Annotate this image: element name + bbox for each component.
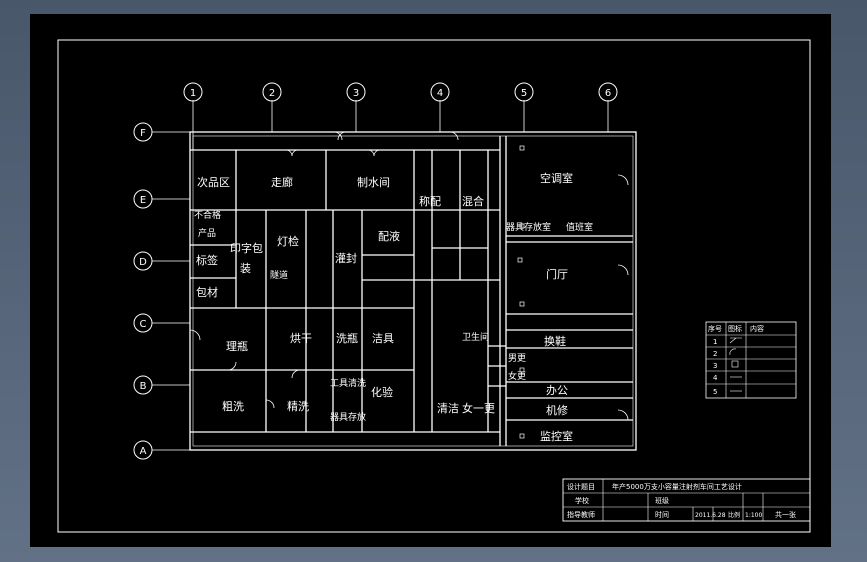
legend-icons	[729, 337, 742, 392]
axis-bubble-D: D	[133, 251, 153, 271]
axis-label: C	[140, 319, 147, 330]
title-scale: 1:100	[745, 512, 762, 519]
axis-grid	[152, 100, 609, 451]
room-dengjian: 灯检	[277, 234, 299, 248]
axis-label: A	[140, 446, 147, 457]
title-date: 2011.6.28	[695, 512, 726, 519]
room-buhege: 不合格	[194, 209, 221, 221]
room-gongjuqing: 工具清洗	[330, 377, 366, 389]
axis-label: 5	[521, 88, 527, 99]
axis-bubble-5: 5	[514, 82, 534, 102]
room-baocai: 包材	[196, 285, 218, 299]
room-nangeng: 男更	[508, 353, 526, 364]
axis-label: 3	[353, 88, 359, 99]
title-design-topic: 年产5000万支小容量注射剂车间工艺设计	[612, 482, 742, 491]
axis-bubble-3: 3	[346, 82, 366, 102]
room-jiankong: 监控室	[540, 429, 573, 443]
axis-label: D	[139, 257, 147, 268]
room-menting: 门厅	[546, 267, 568, 281]
axis-bubble-E: E	[133, 189, 153, 209]
title-label-class: 班级	[655, 496, 669, 505]
axis-bubble-2: 2	[262, 82, 282, 102]
legend-header-icon: 图标	[728, 324, 742, 333]
axis-label: E	[140, 195, 146, 206]
axis-bubble-F: F	[133, 122, 153, 142]
room-zhuang: 装	[240, 262, 251, 275]
axis-label: B	[140, 381, 147, 392]
room-chanpin: 产品	[198, 227, 216, 239]
legend-header-content: 内容	[750, 324, 764, 333]
title-label-school: 学校	[575, 496, 589, 505]
room-qijuzancun: 器具存放室	[506, 221, 551, 233]
room-xiping: 洗瓶	[336, 331, 358, 345]
legend-row-no: 4	[713, 374, 718, 382]
axis-label: F	[140, 128, 146, 139]
legend-row-no: 2	[713, 350, 717, 358]
room-chengpei: 称配	[419, 194, 441, 208]
room-jieju: 洁具	[372, 332, 394, 345]
axis-label: 1	[190, 88, 196, 99]
axis-label: 4	[437, 88, 443, 99]
room-huayan: 化验	[371, 385, 393, 399]
room-weisheng: 卫生间	[462, 331, 489, 343]
legend-table: 序号 图标 内容 1 2 3 4 5	[705, 321, 797, 399]
title-label-scale: 比例	[728, 511, 740, 519]
axis-bubble-A: A	[133, 440, 153, 460]
legend-row-no: 1	[713, 338, 717, 346]
room-jixiu: 机修	[546, 403, 568, 417]
room-zhibanshi: 值班室	[566, 221, 593, 233]
axis-label: 2	[269, 88, 275, 99]
axis-bubble-6: 6	[598, 82, 618, 102]
room-hongan: 烘干	[290, 331, 312, 345]
axis-bubble-4: 4	[430, 82, 450, 102]
room-nvgeng2: 女更	[508, 370, 526, 382]
axis-bubble-B: B	[133, 375, 153, 395]
title-label-time: 时间	[655, 510, 669, 519]
room-tunnel: 隧道	[270, 269, 288, 281]
room-zoulang: 走廊	[271, 175, 293, 189]
room-kongtiao: 空调室	[540, 171, 573, 185]
row-axis-bubbles: F E D C B A	[133, 122, 153, 460]
room-guanfeng: 灌封	[335, 251, 357, 265]
building-walls	[189, 131, 637, 451]
room-biaoqian: 标签	[196, 253, 218, 267]
axis-bubble-1: 1	[183, 82, 203, 102]
room-lidiao: 理瓶	[226, 339, 248, 353]
axis-label: 6	[605, 88, 611, 99]
door-swings	[189, 131, 629, 421]
title-block: 设计题目 年产5000万支小容量注射剂车间工艺设计 学校 班级 指导教师 时间 …	[562, 478, 811, 522]
room-bangong: 办公	[546, 384, 568, 397]
legend-row-no: 3	[713, 362, 717, 370]
title-sheet-count: 共一张	[775, 510, 796, 519]
room-qingjie: 清洁	[437, 402, 459, 415]
room-jingxi: 精洗	[287, 400, 309, 413]
room-huanxie: 换鞋	[544, 334, 566, 348]
legend-row-no: 5	[713, 388, 717, 396]
room-cipin: 次品区	[197, 175, 230, 189]
room-zhishui: 制水间	[357, 176, 390, 189]
axis-bubble-C: C	[133, 313, 153, 333]
title-label-advisor: 指导教师	[567, 510, 595, 519]
structural-columns	[517, 145, 525, 439]
title-label-design: 设计题目	[567, 482, 595, 491]
column-axis-bubbles: 1 2 3 4 5 6	[183, 82, 618, 102]
legend-header-no: 序号	[708, 324, 722, 333]
room-huanhe: 混合	[462, 194, 484, 208]
drawing-border	[57, 39, 811, 533]
room-yinzi: 印字包	[230, 241, 263, 255]
room-qijucun: 器具存放	[330, 411, 366, 423]
room-labels: 次品区 走廊 制水间 空调室 不合格 产品 印字包 装 灯检 隧道 灌封 配液 …	[194, 171, 593, 443]
room-nvgeng: 女一更	[462, 401, 495, 415]
room-cuxi: 粗洗	[222, 400, 244, 413]
room-peiye: 配液	[378, 229, 400, 243]
